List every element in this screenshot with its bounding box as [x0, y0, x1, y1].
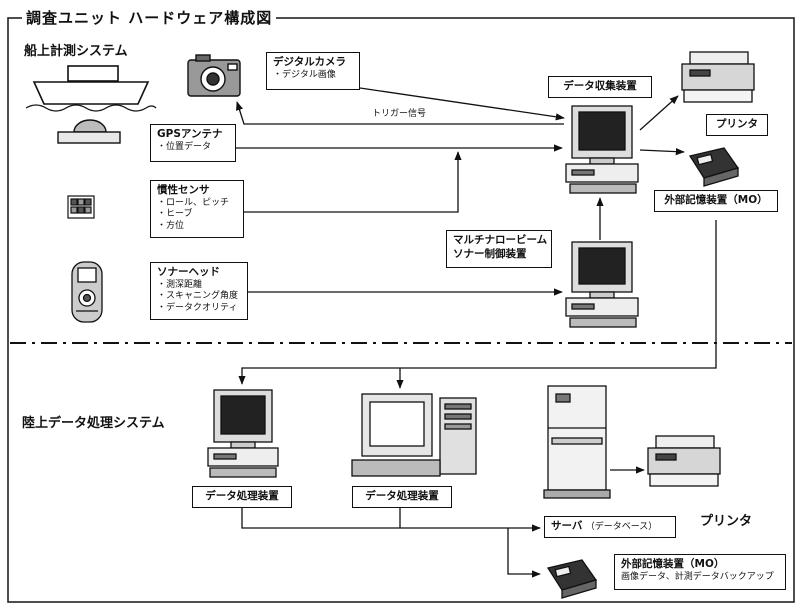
processor-1-label: データ処理装置 — [192, 486, 292, 508]
server-icon — [543, 385, 611, 499]
land-pc1-icon — [207, 389, 279, 478]
mo-land-name: 外部記憶装置（MO） — [621, 558, 725, 570]
printer-ship-icon — [681, 51, 755, 103]
server-note: （データベース） — [585, 522, 658, 532]
collector-label-text: データ収集装置 — [563, 80, 637, 92]
camera-box: デジタルカメラ ・デジタル画像 — [266, 52, 360, 90]
collector-to-printer-arrow — [639, 95, 679, 131]
gps-name: GPSアンテナ — [157, 128, 223, 140]
mo-land-note: 画像データ、計測データバックアップ — [621, 571, 774, 582]
outer-frame — [7, 17, 795, 603]
mo-ship-text: 外部記憶装置（MO） — [664, 194, 768, 206]
multibeam-label: マルチナロービーム ソナー制御装置 — [446, 230, 552, 268]
sonar-head-icon — [71, 261, 103, 323]
mo-drive-ship-icon — [688, 147, 740, 187]
multibeam-pc-icon — [565, 241, 639, 328]
trigger-label: トリガー信号 — [372, 109, 427, 119]
trigger-arrow — [236, 101, 564, 125]
land-to-mo-arrow — [507, 528, 541, 578]
mo-ship-label: 外部記憶装置（MO） — [654, 190, 778, 212]
ship-icon — [25, 65, 157, 112]
server-name: サーバ — [551, 520, 583, 532]
sonar-name: ソナーヘッド — [157, 266, 220, 278]
mo-to-land-pc1-arrow — [238, 220, 717, 385]
server-label: サーバ （データベース） — [544, 516, 676, 538]
gps-item-0: ・位置データ — [157, 141, 212, 152]
printer-ship-label: プリンタ — [706, 114, 768, 136]
printer-land-label: プリンタ — [700, 514, 753, 529]
sonar-item-0: ・測深距離 — [157, 279, 203, 290]
camera-name: デジタルカメラ — [273, 56, 346, 68]
connectors — [236, 87, 717, 578]
collector-to-mo-arrow — [639, 147, 685, 156]
multibeam-line-1: ソナー制御装置 — [453, 247, 527, 260]
printer-ship-text: プリンタ — [716, 118, 758, 130]
imu-name: 慣性センサ — [157, 184, 210, 196]
imu-box: 慣性センサ ・ロール、ピッチ ・ヒーブ ・方位 — [150, 180, 244, 238]
land-pc1-to-server-arrow — [241, 508, 541, 532]
sonar-item-1: ・スキャニング角度 — [157, 291, 239, 302]
collector-pc-icon — [565, 105, 639, 194]
land-pc2-icon — [351, 393, 477, 477]
camera-to-collector-arrow — [359, 87, 565, 121]
mo-land-label: 外部記憶装置（MO） 画像データ、計測データバックアップ — [614, 554, 786, 590]
section-ship-label: 船上計測システム — [24, 44, 128, 59]
processor-2-label: データ処理装置 — [352, 486, 452, 508]
gps-box: GPSアンテナ ・位置データ — [150, 124, 236, 162]
camera-icon — [187, 54, 241, 97]
camera-item-0: ・デジタル画像 — [273, 69, 336, 80]
imu-to-collector-arrow — [244, 151, 462, 213]
imu-item-2: ・方位 — [157, 221, 185, 232]
multibeam-line-0: マルチナロービーム — [453, 234, 548, 246]
sonar-item-2: ・データクオリティ — [157, 303, 238, 314]
section-land-label: 陸上データ処理システム — [22, 416, 165, 431]
printer-land-icon — [647, 435, 721, 487]
gps-antenna-icon — [57, 119, 121, 144]
processor-1-text: データ処理装置 — [205, 490, 279, 502]
collector-label: データ収集装置 — [548, 76, 652, 98]
sonar-box: ソナーヘッド ・測深距離 ・スキャニング角度 ・データクオリティ — [150, 262, 248, 320]
inertial-sensor-icon — [67, 195, 95, 219]
imu-item-1: ・ヒーブ — [157, 209, 193, 220]
imu-item-0: ・ロール、ピッチ — [157, 197, 230, 208]
page-title: 調査ユニット ハードウェア構成図 — [22, 9, 277, 28]
processor-2-text: データ処理装置 — [365, 490, 439, 502]
mo-drive-land-icon — [546, 559, 598, 599]
